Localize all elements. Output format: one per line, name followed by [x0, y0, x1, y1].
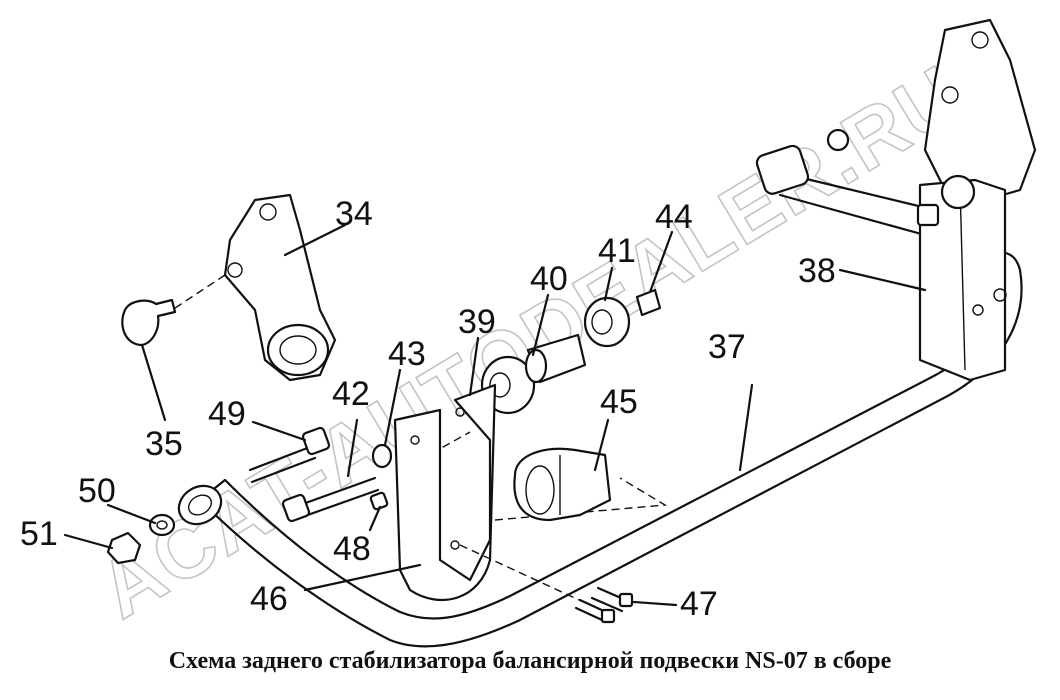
callout-46: 46 — [250, 580, 288, 618]
nuts-washers — [106, 513, 176, 565]
leader-lines — [63, 223, 927, 607]
callout-50: 50 — [78, 472, 116, 510]
callout-labels: 34 35 37 38 39 40 41 42 43 44 45 46 47 4… — [20, 195, 836, 623]
callout-35: 35 — [145, 425, 183, 463]
callout-38: 38 — [798, 252, 836, 290]
callout-51: 51 — [20, 515, 58, 553]
callout-45: 45 — [600, 383, 638, 421]
rubber-bushing-45 — [513, 447, 612, 522]
callout-34: 34 — [335, 195, 373, 233]
callout-40: 40 — [530, 260, 568, 298]
callout-49: 49 — [208, 395, 246, 433]
callout-42: 42 — [332, 375, 370, 413]
upper-bracket-34 — [121, 193, 337, 382]
rear-link-assembly — [755, 18, 1037, 382]
diagram-caption: Схема заднего стабилизатора балансирной … — [168, 648, 892, 674]
callout-44: 44 — [655, 198, 693, 236]
callout-43: 43 — [388, 335, 426, 373]
callout-47: 47 — [680, 585, 718, 623]
callout-39: 39 — [458, 303, 496, 341]
callout-41: 41 — [598, 232, 636, 270]
fasteners — [248, 426, 634, 624]
callout-37: 37 — [708, 328, 746, 366]
callout-48: 48 — [333, 530, 371, 568]
